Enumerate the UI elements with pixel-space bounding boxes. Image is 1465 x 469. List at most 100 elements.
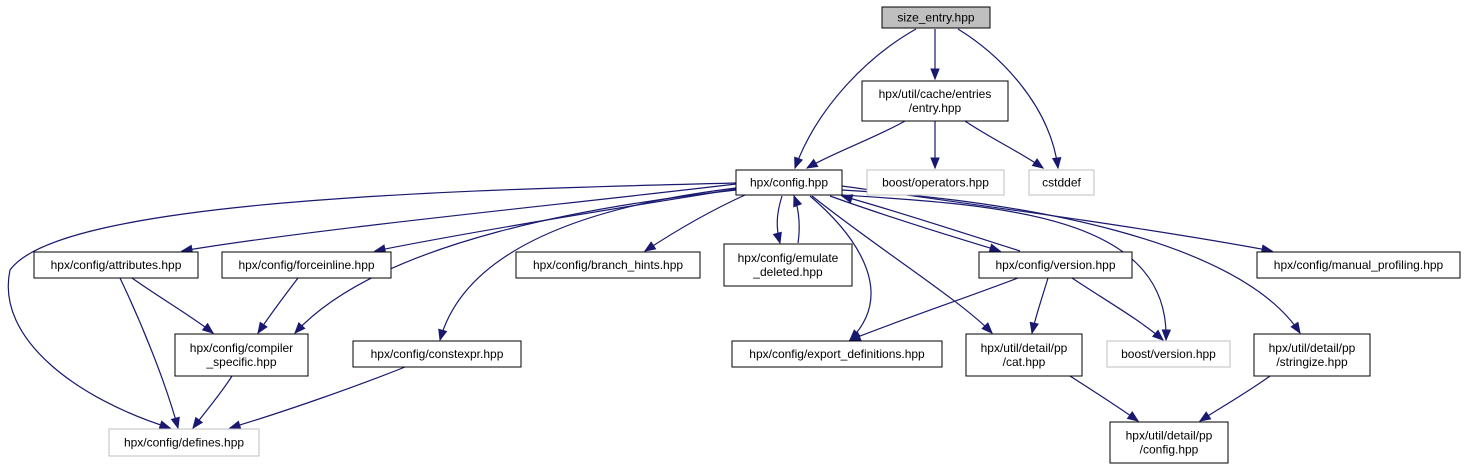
edge-line: [1199, 375, 1271, 422]
node-branch-hints[interactable]: hpx/config/branch_hints.hpp: [515, 251, 701, 279]
edge-arrowhead: [158, 420, 172, 430]
node-constexpr[interactable]: hpx/config/constexpr.hpp: [352, 340, 522, 368]
edge-line: [806, 120, 906, 169]
nodes-layer: size_entry.hpp hpx/util/cache/entries/ent…: [33, 6, 1461, 464]
node-label: /cat.hpp: [1003, 355, 1046, 369]
node-config[interactable]: hpx/config.hpp: [735, 169, 843, 196]
node-entry[interactable]: hpx/util/cache/entries/entry.hpp: [861, 80, 1009, 122]
edge-config-to-constexpr: [438, 187, 737, 342]
node-label: hpx/config/constexpr.hpp: [371, 347, 504, 361]
node-export-definitions[interactable]: hpx/config/export_definitions.hpp: [731, 340, 943, 368]
edge-line: [1071, 277, 1164, 341]
edge-arrowhead: [438, 328, 448, 342]
edge-arrowhead: [1151, 329, 1165, 341]
edge-entry-to-operators: [930, 121, 940, 170]
edge-arrowhead: [930, 157, 940, 170]
node-label: boost/operators.hpp: [882, 176, 989, 190]
edge-arrowhead: [1161, 329, 1172, 342]
edges-layer: [7, 28, 1301, 430]
node-box: [1256, 251, 1461, 279]
node-size-entry[interactable]: size_entry.hpp: [881, 6, 991, 29]
node-compiler-specific[interactable]: hpx/config/compiler_specific.hpp: [174, 333, 309, 377]
node-version[interactable]: hpx/config/version.hpp: [978, 251, 1133, 279]
node-box: [866, 169, 1005, 196]
edge-config-to-cat: [811, 195, 993, 334]
node-box: [861, 80, 1009, 122]
edge-constexpr-to-defines: [228, 366, 406, 430]
edge-line: [1069, 375, 1139, 422]
node-label: size_entry.hpp: [897, 11, 974, 25]
edge-config-to-forceinline: [373, 187, 743, 254]
node-box: [515, 251, 701, 279]
node-label: cstddef: [1042, 176, 1081, 190]
node-box: [1109, 421, 1229, 464]
edge-line: [374, 187, 743, 252]
node-box: [108, 428, 260, 457]
edge-line: [644, 194, 746, 252]
edge-line: [809, 195, 872, 341]
edge-line: [957, 28, 1059, 169]
edge-forceinline-to-compiler_specific: [257, 277, 299, 335]
node-box: [174, 333, 309, 377]
edge-line: [229, 366, 406, 429]
node-label: hpx/util/cache/entries: [879, 87, 992, 101]
edge-arrowhead: [981, 322, 993, 334]
node-attributes[interactable]: hpx/config/attributes.hpp: [33, 251, 199, 279]
node-label: hpx/config/manual_profiling.hpp: [1274, 258, 1444, 272]
edge-line: [794, 28, 917, 169]
edge-arrowhead: [1029, 321, 1039, 335]
edge-size_entry-to-entry: [930, 29, 940, 81]
node-cstddef: cstddef: [1028, 169, 1095, 196]
edge-version-to-cat: [1029, 277, 1049, 335]
edge-version-to-export_definitions: [848, 277, 1019, 341]
edge-arrowhead: [772, 231, 782, 245]
edge-arrowhead: [805, 158, 819, 169]
node-box: [1253, 333, 1371, 377]
node-label: hpx/config/branch_hints.hpp: [533, 258, 683, 272]
node-box: [33, 251, 199, 279]
node-box: [221, 251, 392, 279]
edge-line: [181, 183, 737, 252]
edge-arrowhead: [201, 322, 215, 334]
node-box: [735, 169, 843, 196]
node-label: hpx/util/detail/pp: [1269, 341, 1356, 355]
edge-size_entry-to-config: [794, 28, 917, 170]
edge-attributes-to-compiler_specific: [131, 277, 215, 334]
edge-entry-to-config: [805, 120, 906, 169]
edge-config-to-stringize: [841, 189, 1301, 335]
node-label: hpx/config.hpp: [750, 176, 828, 190]
node-forceinline[interactable]: hpx/config/forceinline.hpp: [221, 251, 392, 279]
node-cat[interactable]: hpx/util/detail/pp/cat.hpp: [965, 333, 1083, 377]
node-label: hpx/config/defines.hpp: [124, 436, 244, 450]
node-box: [881, 6, 991, 29]
edge-version-to-config: [840, 194, 1021, 252]
node-operators: boost/operators.hpp: [866, 169, 1005, 196]
edge-config-to-defines: [7, 182, 737, 430]
node-label: hpx/util/detail/pp: [1126, 429, 1213, 443]
edge-version-to-boost_version: [1071, 277, 1165, 341]
edge-config-to-manual_profiling: [841, 185, 1274, 254]
edge-arrowhead: [228, 420, 242, 430]
edge-arrowhead: [170, 416, 180, 430]
node-box: [1106, 340, 1231, 368]
node-label: /entry.hpp: [909, 101, 962, 115]
edge-line: [131, 277, 214, 334]
edge-config-to-boost_version: [841, 194, 1172, 342]
edge-line: [439, 187, 737, 341]
node-pp-config[interactable]: hpx/util/detail/pp/config.hpp: [1109, 421, 1229, 464]
node-box: [978, 251, 1133, 279]
edge-arrowhead: [294, 322, 306, 334]
edge-cat-to-pp_config: [1069, 375, 1140, 422]
node-stringize[interactable]: hpx/util/detail/pp/stringize.hpp: [1253, 333, 1371, 377]
edge-emulate_deleted-to-config: [793, 194, 803, 244]
edge-arrowhead: [1198, 411, 1212, 422]
edge-config-to-branch_hints: [643, 194, 746, 252]
edge-arrowhead: [848, 331, 862, 341]
edge-line: [7, 182, 737, 429]
edge-line: [849, 277, 1019, 341]
edge-line: [829, 195, 1001, 252]
edge-arrowhead: [257, 321, 268, 335]
edge-arrowhead: [1126, 411, 1140, 422]
node-emulate-deleted[interactable]: hpx/config/emulate_deleted.hpp: [723, 243, 853, 287]
node-manual-profiling[interactable]: hpx/config/manual_profiling.hpp: [1256, 251, 1461, 279]
